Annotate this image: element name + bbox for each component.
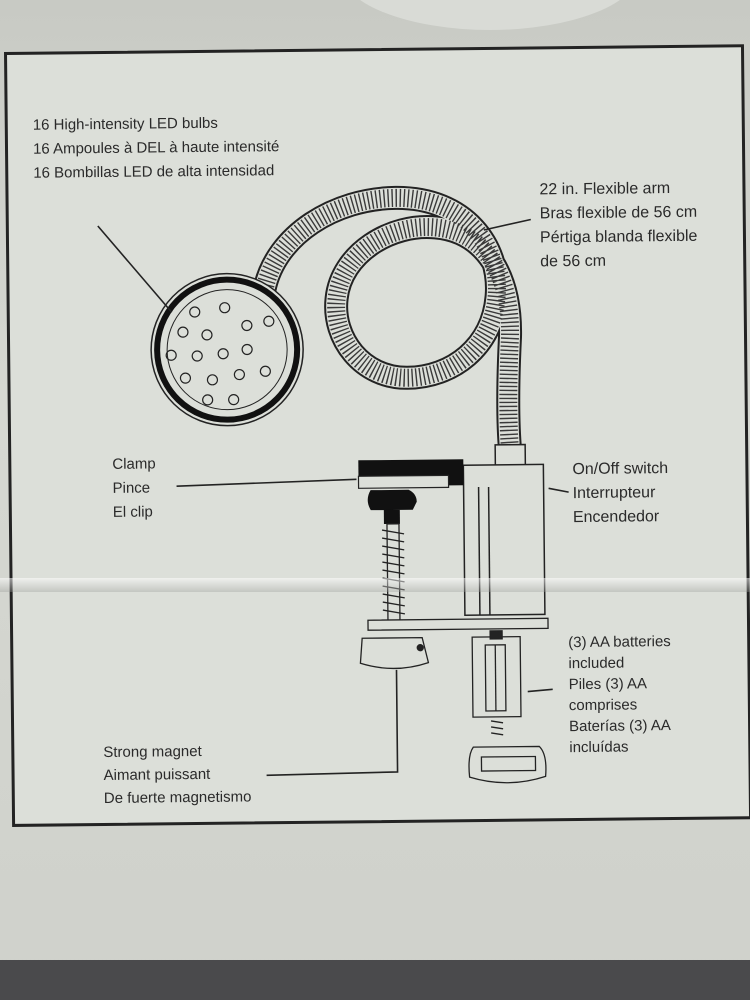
leader-line-clamp — [176, 478, 357, 488]
label-batteries-fr: Piles (3) AA — [568, 675, 648, 694]
leader-line-magnet — [266, 669, 399, 777]
magnet-base-icon — [359, 636, 430, 670]
leader-line-batteries — [527, 688, 553, 693]
label-batteries-es-2: incluídas — [569, 738, 629, 757]
label-batteries-en-2: included — [568, 654, 625, 673]
label-switch-es: Encendedor — [572, 508, 660, 527]
switch-housing — [462, 443, 546, 616]
label-clamp-en: Clamp — [112, 455, 156, 473]
label-magnet-fr: Aimant puissant — [103, 765, 211, 784]
gooseneck-arm-icon — [252, 185, 523, 464]
leader-line-bulbs — [97, 225, 173, 313]
label-batteries-fr-2: comprises — [568, 696, 638, 715]
label-magnet-es: De fuerte magnetismo — [103, 788, 252, 807]
background-surface — [0, 960, 750, 1000]
card-fold-crease — [0, 578, 750, 592]
label-arm-es: Pértiga blanda flexible — [539, 227, 698, 247]
battery-icon — [468, 630, 547, 784]
label-magnet: Strong magnet Aimant puissant De fuerte … — [103, 739, 251, 810]
label-switch-en: On/Off switch — [572, 460, 669, 479]
label-magnet-en: Strong magnet — [103, 742, 202, 761]
label-batteries-en: (3) AA batteries — [568, 633, 671, 652]
label-bulbs-en: 16 High-intensity LED bulbs — [32, 114, 218, 134]
label-bulbs-fr: 16 Ampoules à DEL à haute intensité — [32, 138, 280, 158]
label-switch: On/Off switch Interrupteur Encendedor — [572, 457, 668, 530]
label-bulbs-es: 16 Bombillas LED de alta intensidad — [33, 162, 275, 182]
clamp-icon — [357, 459, 549, 631]
leader-line-arm — [483, 218, 531, 231]
label-clamp-fr: Pince — [112, 479, 151, 497]
label-arm-en: 22 in. Flexible arm — [539, 180, 671, 199]
label-flexible-arm: 22 in. Flexible arm Bras flexible de 56 … — [539, 177, 697, 275]
diagram-frame: 16 High-intensity LED bulbs 16 Ampoules … — [4, 44, 750, 827]
led-lamp-head-icon — [150, 272, 304, 427]
card-top-arc — [340, 0, 640, 30]
label-arm-fr: Bras flexible de 56 cm — [539, 203, 698, 223]
label-batteries: (3) AA batteries included Piles (3) AA c… — [568, 631, 672, 758]
label-switch-fr: Interrupteur — [572, 484, 656, 503]
leader-line-switch — [548, 487, 569, 493]
label-clamp-es: El clip — [112, 503, 153, 521]
leader-lines — [97, 218, 569, 777]
label-clamp: Clamp Pince El clip — [112, 452, 156, 524]
label-led-bulbs: 16 High-intensity LED bulbs 16 Ampoules … — [33, 111, 280, 186]
label-batteries-es: Baterías (3) AA — [569, 717, 671, 736]
product-diagram — [97, 185, 569, 784]
label-arm-es-2: de 56 cm — [540, 252, 607, 271]
